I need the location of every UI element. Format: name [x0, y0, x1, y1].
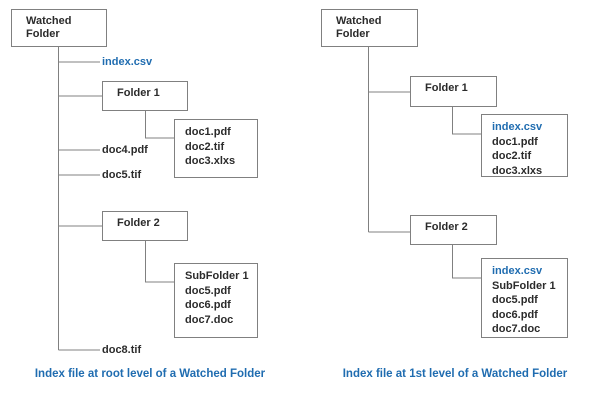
right-folder1-item-1: doc1.pdf: [492, 135, 538, 148]
left-folder2-item-0: SubFolder 1: [185, 270, 249, 282]
right-folder-1-contents-box[interactable]: index.csv doc1.pdf doc2.tif doc3.xlxs: [481, 114, 568, 177]
left-folder-2-label: Folder 2: [117, 217, 160, 229]
right-folder-2-contents-box[interactable]: index.csv SubFolder 1 doc5.pdf doc6.pdf …: [481, 258, 568, 338]
right-folder-1-label: Folder 1: [425, 82, 468, 94]
left-elbow-folder1: [144, 111, 174, 139]
left-doc5-label[interactable]: doc5.tif: [102, 169, 142, 181]
right-folder2-item-4: doc7.doc: [492, 323, 541, 335]
right-folder-1-box[interactable]: Folder 1: [410, 76, 497, 107]
right-elbow-folder2: [451, 245, 481, 279]
left-folder1-item-2: doc3.xlxs: [185, 155, 236, 167]
left-folder-1-contents-box[interactable]: doc1.pdf doc2.tif doc3.xlxs: [174, 119, 258, 178]
left-doc8-label[interactable]: doc8.tif: [102, 344, 142, 356]
right-folder1-item-2: doc2.tif: [492, 150, 532, 162]
left-doc4-label[interactable]: doc4.pdf: [102, 144, 148, 156]
left-folder1-item-0: doc1.pdf: [185, 126, 231, 138]
right-folder2-item-1: SubFolder 1: [492, 279, 556, 292]
left-index-csv-label[interactable]: index.csv: [102, 56, 153, 68]
left-folder2-item-2: doc6.pdf: [185, 299, 231, 311]
right-folder2-item-2: doc5.pdf: [492, 294, 538, 306]
left-folder-2-contents-box[interactable]: SubFolder 1 doc5.pdf doc6.pdf doc7.doc: [174, 263, 258, 338]
right-elbow-folder1: [451, 107, 481, 135]
left-folder-1-label: Folder 1: [117, 87, 160, 99]
left-folder-2-box[interactable]: Folder 2: [102, 211, 188, 241]
left-watched-folder-box[interactable]: Watched Folder: [11, 9, 107, 47]
left-folder-1-box[interactable]: Folder 1: [102, 81, 188, 111]
left-watched-folder-label: Watched Folder: [26, 15, 72, 40]
left-folder2-item-1: doc5.pdf: [185, 284, 231, 297]
right-caption: Index file at 1st level of a Watched Fol…: [342, 368, 568, 380]
left-folder2-item-3: doc7.doc: [185, 313, 234, 326]
left-folder1-item-1: doc2.tif: [185, 140, 225, 153]
right-watched-folder-box[interactable]: Watched Folder: [321, 9, 418, 47]
left-caption: Index file at root level of a Watched Fo…: [34, 368, 266, 380]
right-folder1-item-0: index.csv: [492, 121, 543, 133]
right-folder-2-box[interactable]: Folder 2: [410, 215, 497, 245]
right-watched-folder-label: Watched Folder: [336, 15, 382, 40]
right-folder1-item-3: doc3.xlxs: [492, 164, 543, 177]
right-folder2-item-0: index.csv: [492, 265, 543, 277]
right-folder2-item-3: doc6.pdf: [492, 308, 538, 321]
right-folder-2-label: Folder 2: [425, 221, 468, 233]
left-elbow-folder2: [144, 241, 174, 283]
